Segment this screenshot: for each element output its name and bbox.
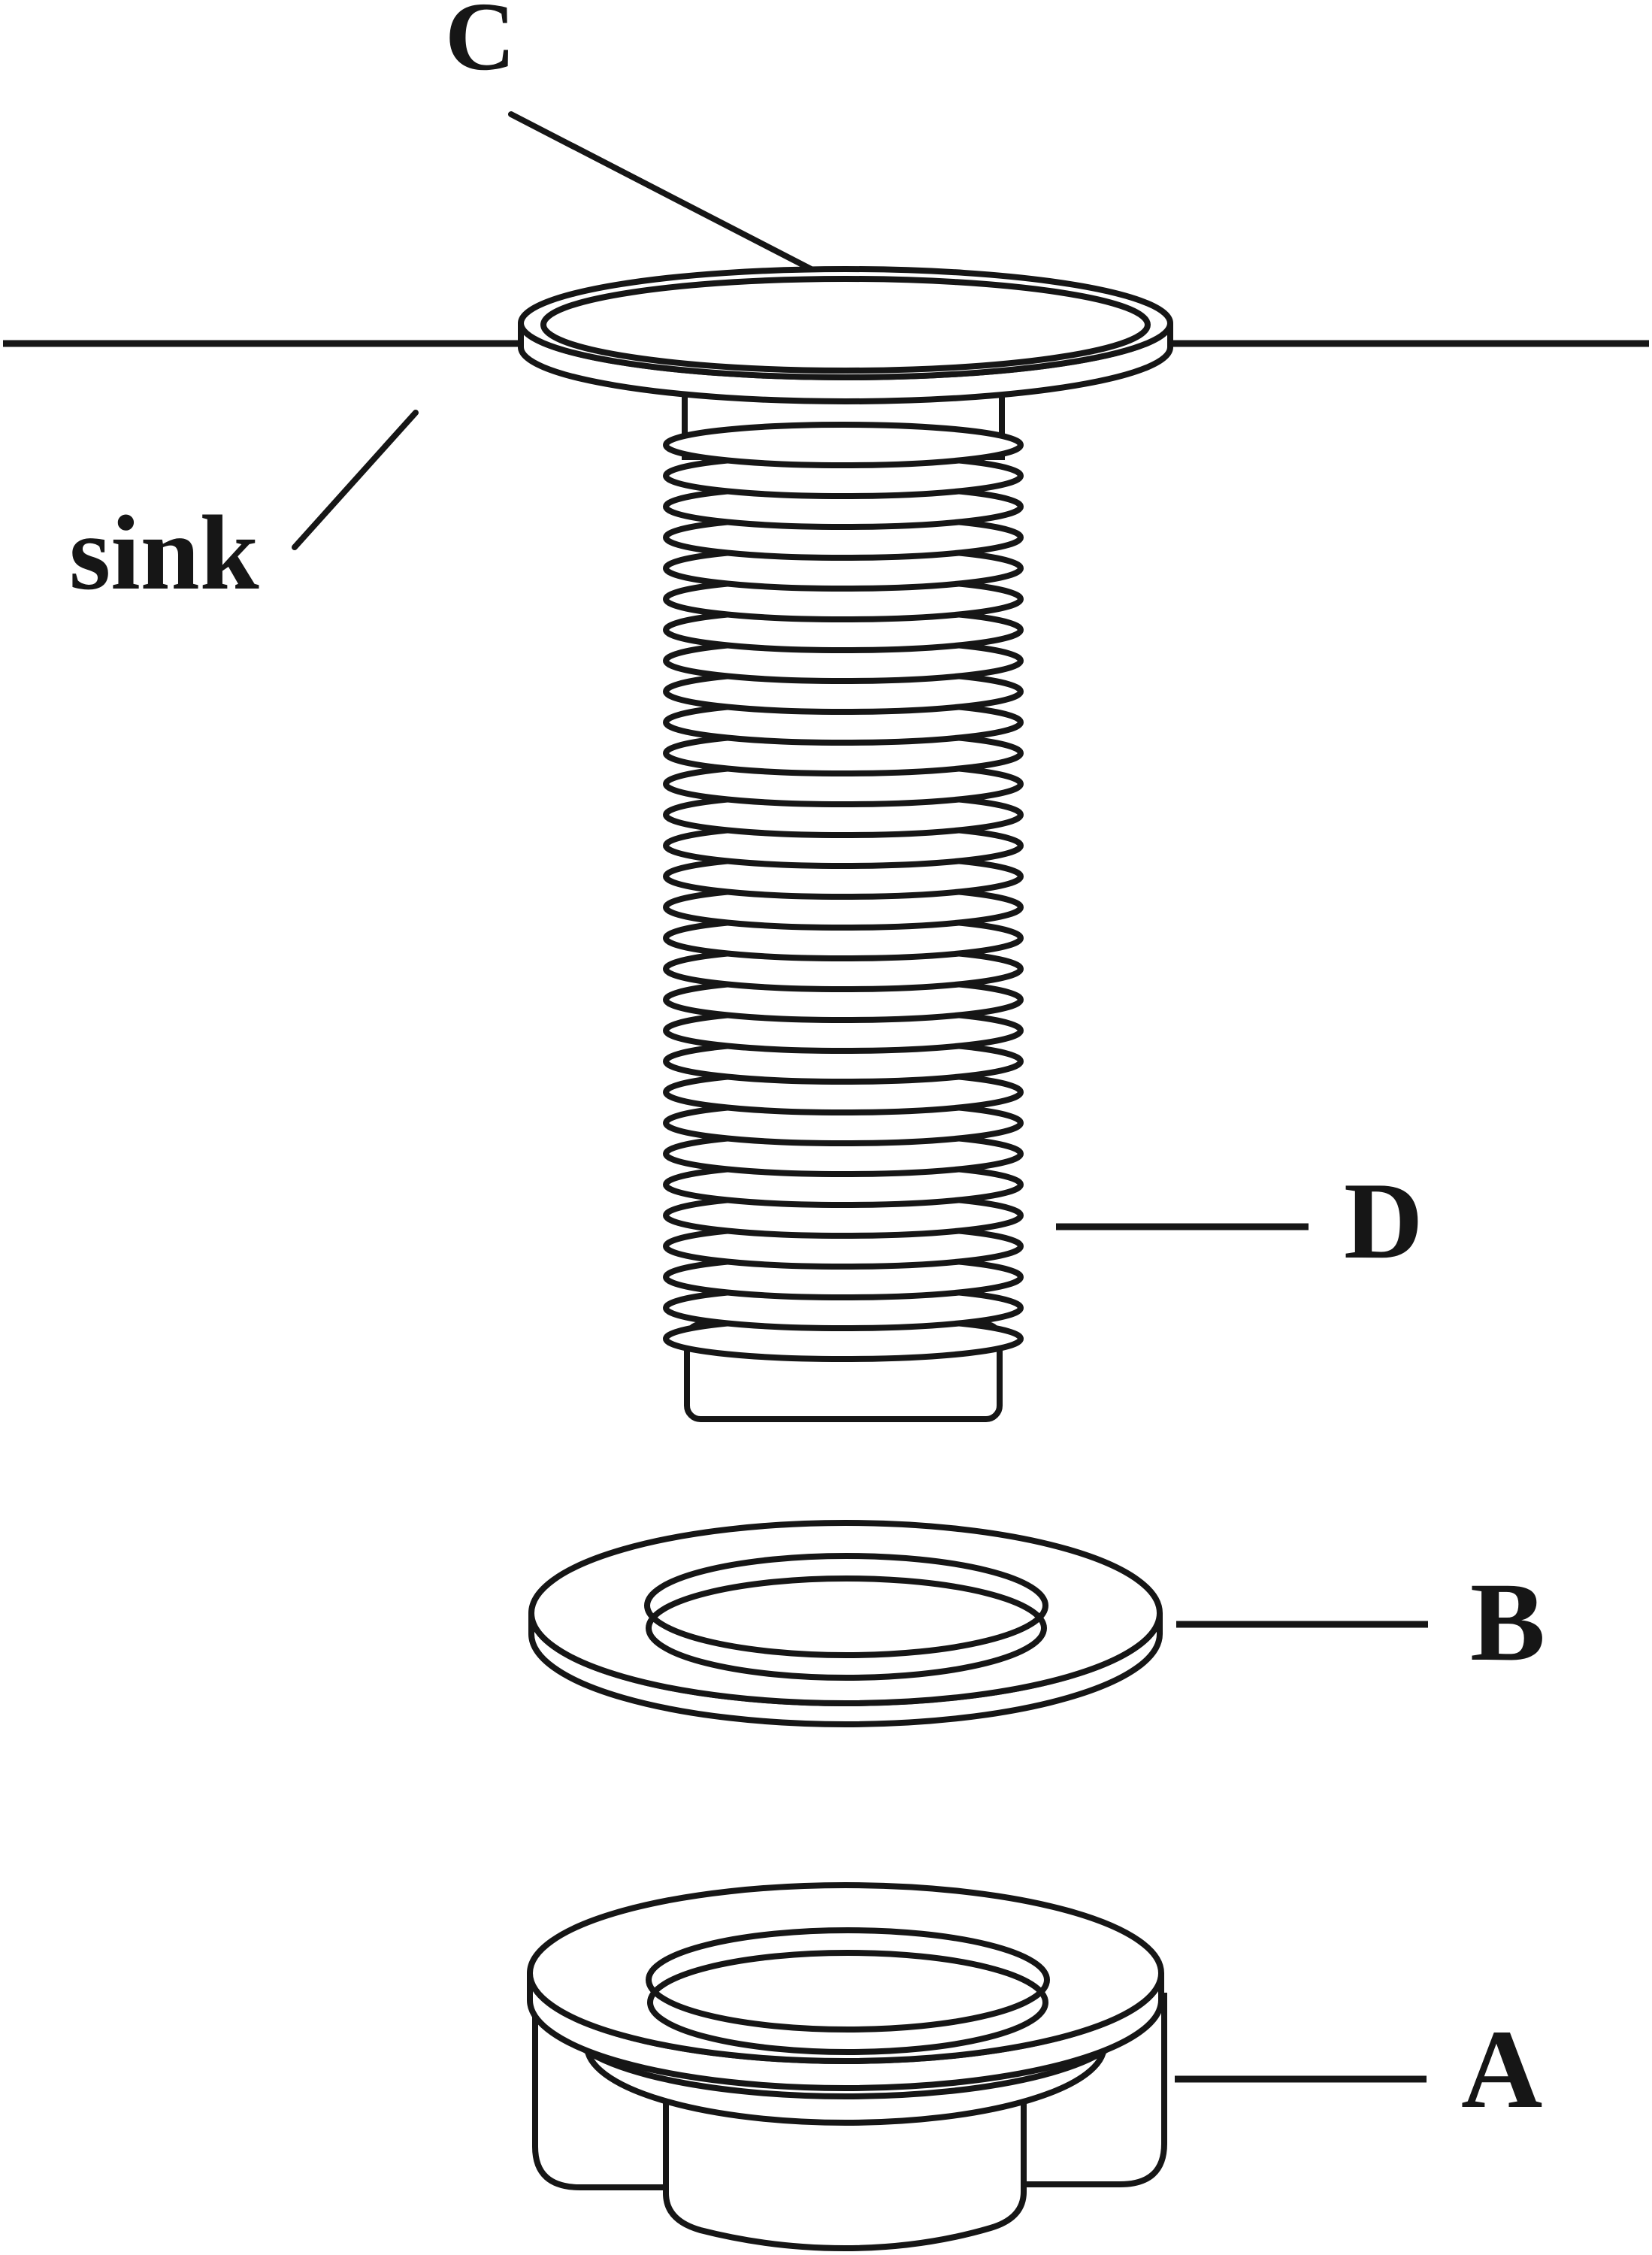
washer <box>528 1520 1163 1727</box>
label-d: D <box>1344 1160 1423 1282</box>
washer-hole-rim <box>644 1553 1048 1658</box>
threaded-drain-body <box>518 266 1173 1422</box>
leader-line-c <box>508 111 843 287</box>
flange-top-inner <box>540 276 1151 374</box>
label-b: B <box>1470 1560 1545 1684</box>
label-c: C <box>445 0 516 91</box>
flange-top-outer <box>518 266 1173 380</box>
label-sink: sink <box>69 493 259 612</box>
nut-hole-rim <box>646 1927 1050 2033</box>
thread-ring <box>663 422 1024 468</box>
washer-hole-wall <box>646 1575 1047 1681</box>
nut-hole-wall <box>647 1950 1048 2055</box>
label-a: A <box>1461 2007 1542 2132</box>
leader-line-sink <box>292 410 419 550</box>
mounting-nut <box>527 1882 1167 2252</box>
thread-rings <box>663 422 1024 1362</box>
